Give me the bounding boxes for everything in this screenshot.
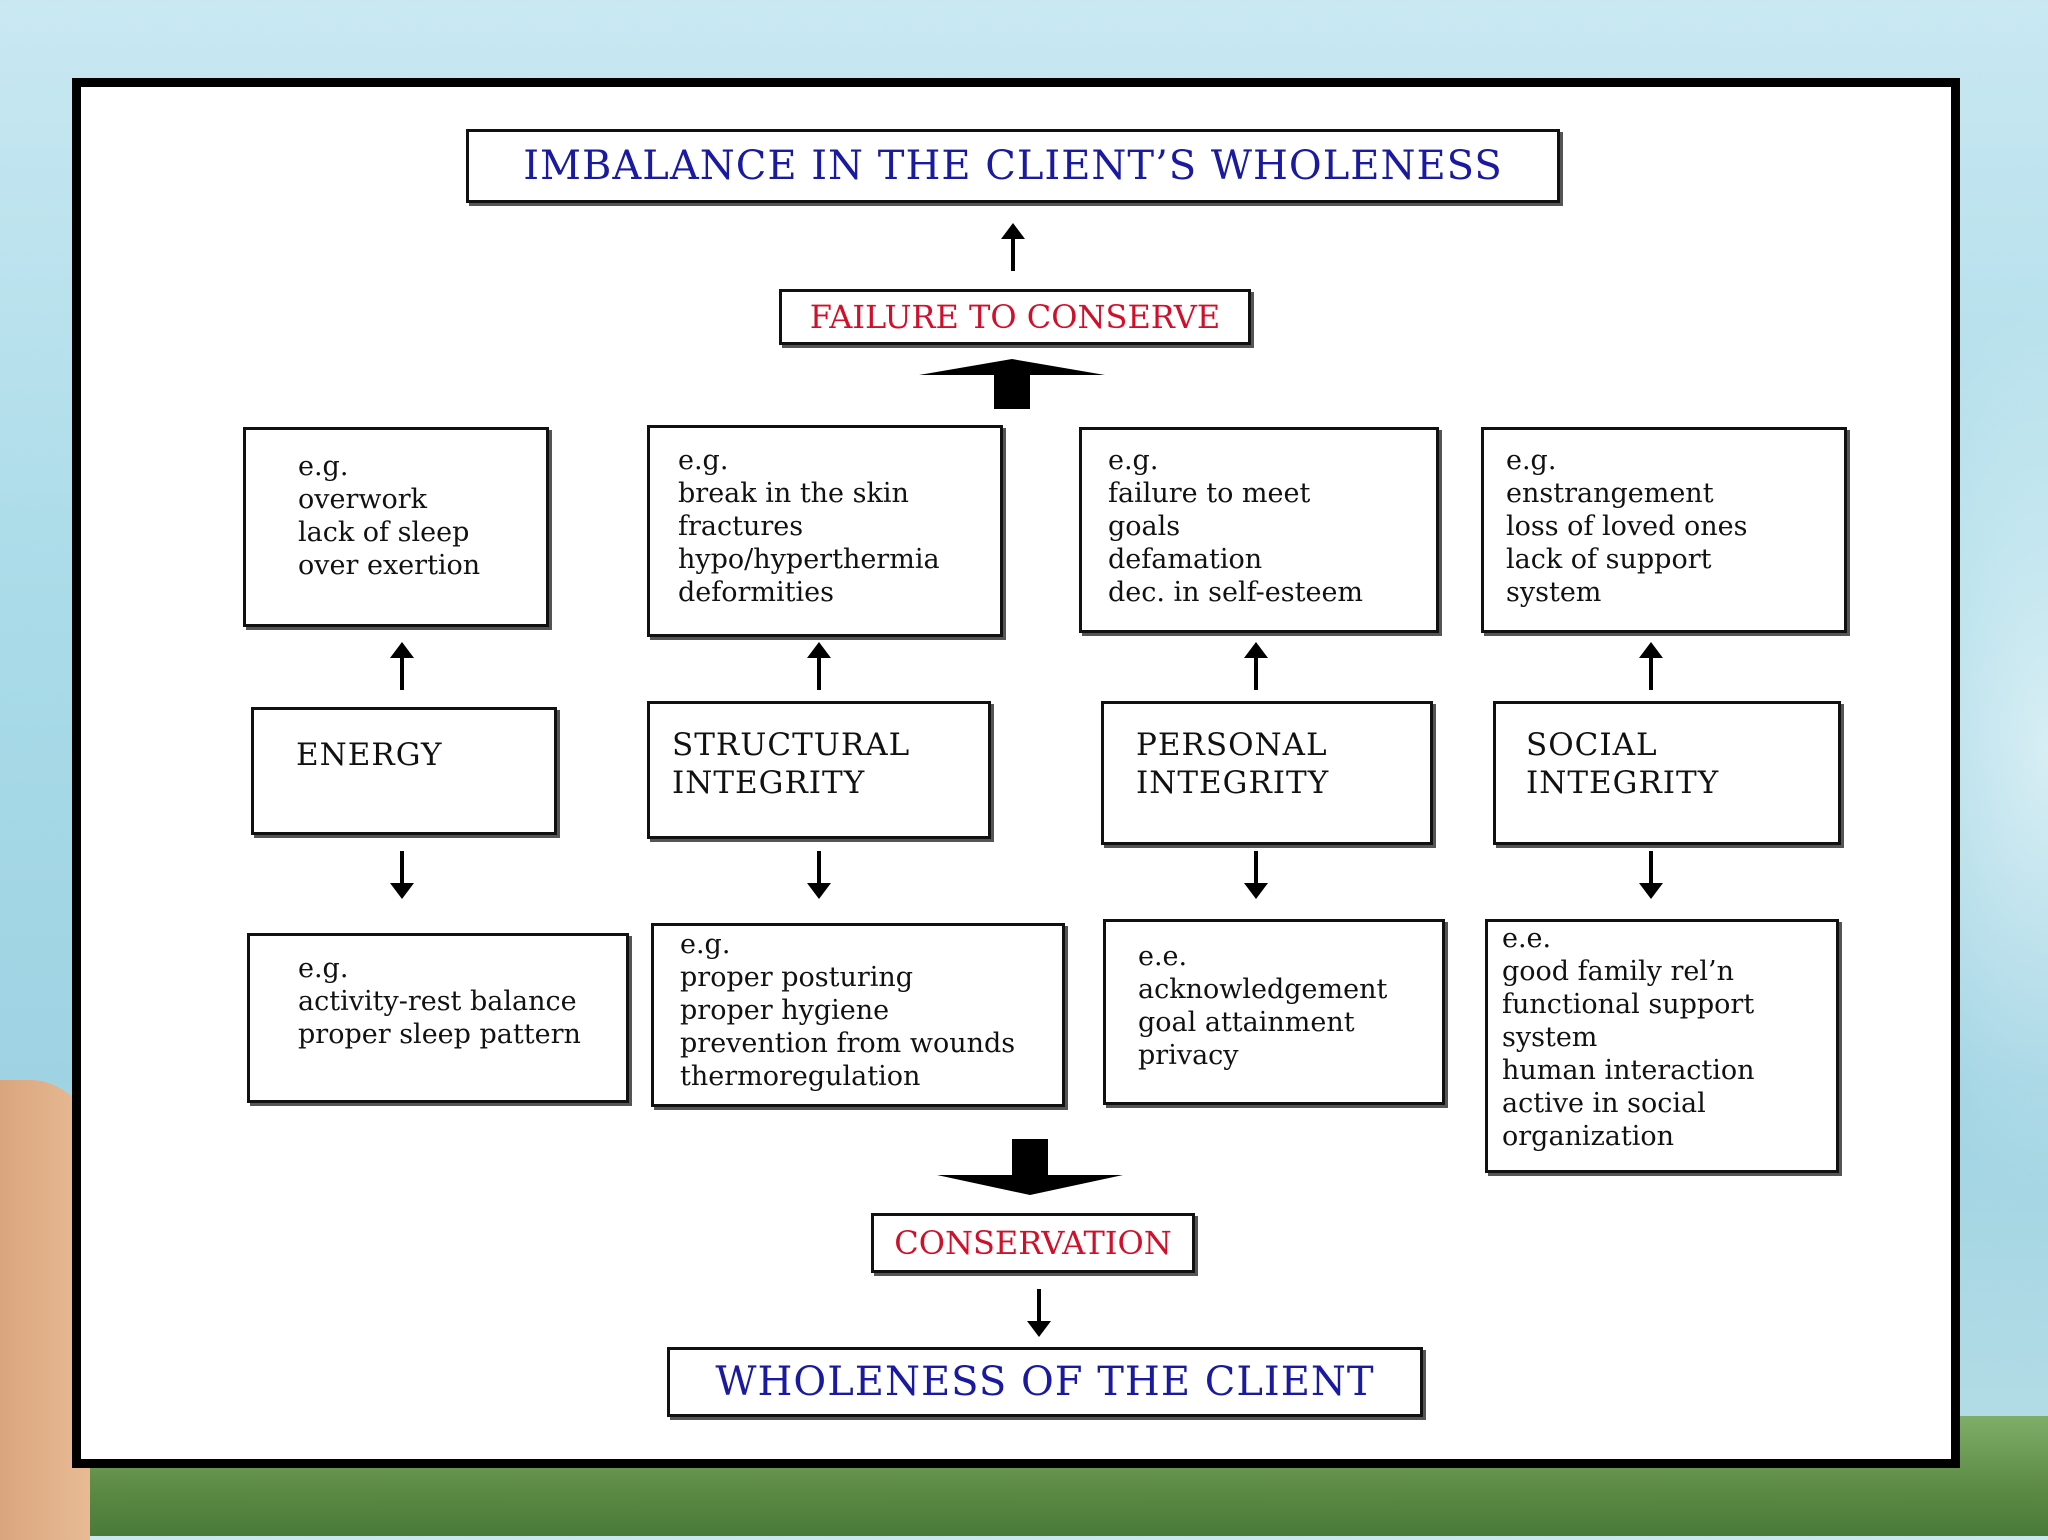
example-line: proper posturing <box>680 962 914 993</box>
example-line: thermoregulation <box>680 1061 921 1092</box>
example-line: overwork <box>298 484 428 515</box>
example-line: goals <box>1108 511 1181 542</box>
example-line: enstrangement <box>1506 478 1714 509</box>
example-line: dec. in self-esteem <box>1108 577 1364 608</box>
example-line: human interaction <box>1502 1055 1755 1086</box>
category-label: STRUCTURAL <box>672 727 911 763</box>
example-line: privacy <box>1138 1040 1239 1071</box>
arrow-down-icon <box>1639 851 1663 899</box>
failure-to-conserve-box: FAILURE TO CONSERVE <box>779 289 1251 345</box>
example-line: e.e. <box>1138 941 1188 972</box>
example-line: organization <box>1502 1121 1675 1152</box>
arrow-down-icon <box>1027 1289 1051 1337</box>
personal-category-box: PERSONAL INTEGRITY <box>1101 701 1433 845</box>
example-line: defamation <box>1108 544 1263 575</box>
energy-category-box: ENERGY <box>251 707 557 835</box>
fat-arrow-down-icon <box>937 1139 1123 1195</box>
category-label: SOCIAL <box>1526 727 1658 763</box>
example-line: proper hygiene <box>680 995 890 1026</box>
example-line: goal attainment <box>1138 1007 1355 1038</box>
fat-arrow-up-icon <box>919 359 1105 409</box>
arrow-down-icon <box>390 851 414 899</box>
example-line: break in the skin <box>678 478 909 509</box>
example-line: failure to meet <box>1108 478 1311 509</box>
energy-failure-examples: e.g. overwork lack of sleep over exertio… <box>243 427 549 627</box>
conservation-box: CONSERVATION <box>871 1213 1195 1273</box>
arrow-up-icon <box>1639 642 1663 690</box>
example-line: lack of sleep <box>298 517 470 548</box>
example-line: good family rel’n <box>1502 956 1734 987</box>
example-line: e.g. <box>678 445 729 476</box>
social-failure-examples: e.g. enstrangement loss of loved ones la… <box>1481 427 1847 633</box>
example-line: e.g. <box>298 451 349 482</box>
example-line: deformities <box>678 577 834 608</box>
example-line: lack of support <box>1506 544 1712 575</box>
diagram-frame: IMBALANCE IN THE CLIENT’S WHOLENESS FAIL… <box>72 78 1960 1468</box>
wholeness-title: WHOLENESS OF THE CLIENT <box>715 1359 1375 1405</box>
arrow-up-icon <box>1244 642 1268 690</box>
example-line: fractures <box>678 511 804 542</box>
example-line: active in social <box>1502 1088 1706 1119</box>
arrow-up-icon <box>1001 223 1025 271</box>
example-line: proper sleep pattern <box>298 1019 581 1050</box>
example-line: system <box>1506 577 1602 608</box>
example-line: prevention from wounds <box>680 1028 1016 1059</box>
example-line: functional support <box>1502 989 1755 1020</box>
category-label: ENERGY <box>296 737 443 773</box>
category-label: INTEGRITY <box>1526 765 1720 801</box>
imbalance-title: IMBALANCE IN THE CLIENT’S WHOLENESS <box>523 143 1503 189</box>
example-line: loss of loved ones <box>1506 511 1748 542</box>
category-label: INTEGRITY <box>672 765 866 801</box>
social-category-box: SOCIAL INTEGRITY <box>1493 701 1841 845</box>
example-line: e.g. <box>1108 445 1159 476</box>
energy-conservation-examples: e.g. activity-rest balance proper sleep … <box>247 933 629 1103</box>
example-line: acknowledgement <box>1138 974 1388 1005</box>
social-conservation-examples: e.e. good family rel’n functional suppor… <box>1485 919 1839 1173</box>
arrow-down-icon <box>1244 851 1268 899</box>
arrow-up-icon <box>807 642 831 690</box>
wholeness-title-box: WHOLENESS OF THE CLIENT <box>667 1347 1423 1417</box>
example-line: hypo/hyperthermia <box>678 544 940 575</box>
example-line: e.g. <box>1506 445 1557 476</box>
example-line: over exertion <box>298 550 481 581</box>
imbalance-title-box: IMBALANCE IN THE CLIENT’S WHOLENESS <box>466 129 1560 203</box>
example-line: e.g. <box>298 953 349 984</box>
arrow-down-icon <box>807 851 831 899</box>
personal-conservation-examples: e.e. acknowledgement goal attainment pri… <box>1103 919 1445 1105</box>
structural-category-box: STRUCTURAL INTEGRITY <box>647 701 991 839</box>
example-line: e.e. <box>1502 923 1552 954</box>
category-label: PERSONAL <box>1136 727 1328 763</box>
structural-failure-examples: e.g. break in the skin fractures hypo/hy… <box>647 425 1003 637</box>
personal-failure-examples: e.g. failure to meet goals defamation de… <box>1079 427 1439 633</box>
conservation-label: CONSERVATION <box>894 1224 1172 1262</box>
failure-to-conserve-label: FAILURE TO CONSERVE <box>809 298 1221 336</box>
category-label: INTEGRITY <box>1136 765 1330 801</box>
example-line: activity-rest balance <box>298 986 577 1017</box>
example-line: system <box>1502 1022 1598 1053</box>
structural-conservation-examples: e.g. proper posturing proper hygiene pre… <box>651 923 1065 1107</box>
arrow-up-icon <box>390 642 414 690</box>
example-line: e.g. <box>680 929 731 960</box>
